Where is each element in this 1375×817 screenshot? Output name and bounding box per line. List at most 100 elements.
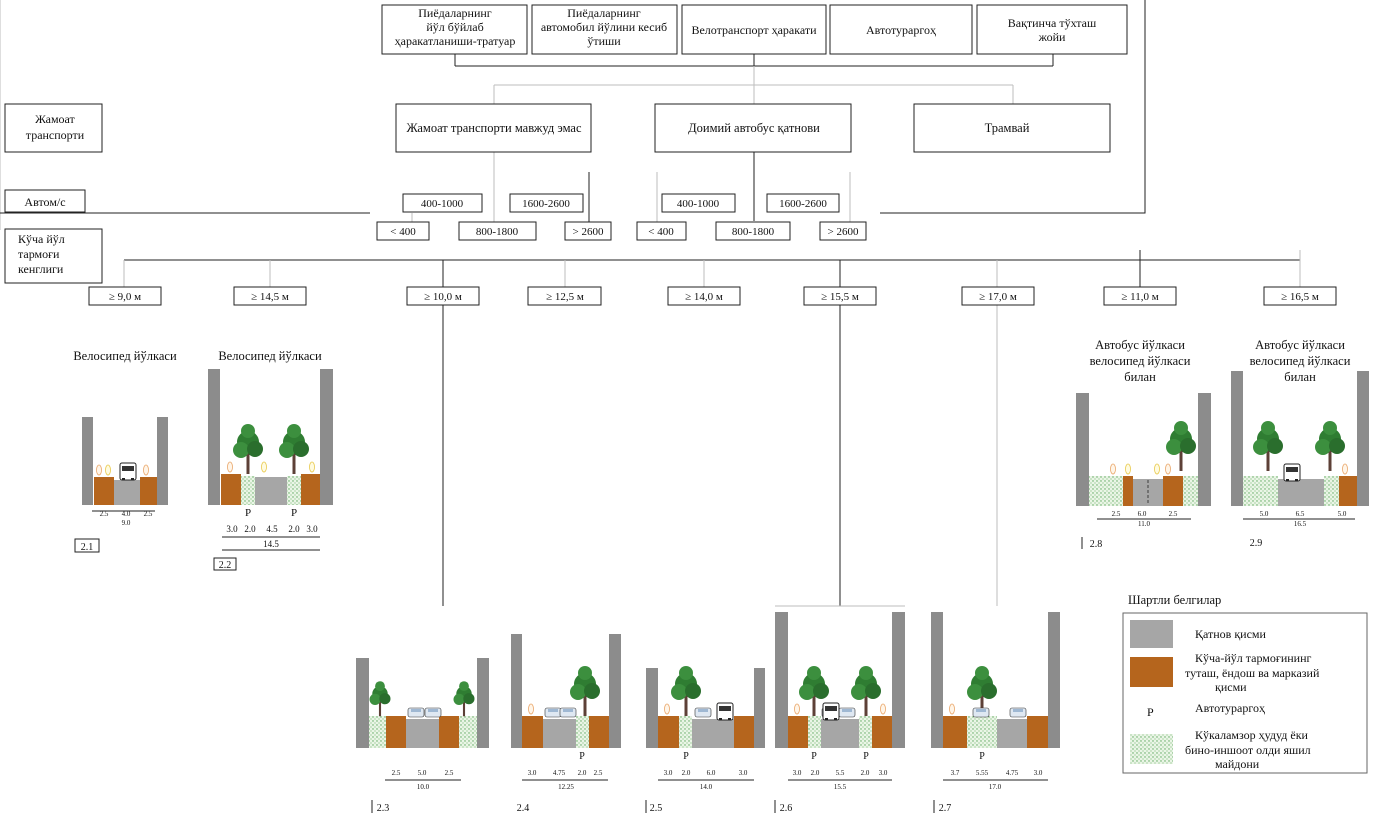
svg-text:P: P — [291, 507, 297, 519]
svg-text:800-1800: 800-1800 — [476, 226, 519, 238]
svg-text:2.6: 2.6 — [780, 803, 793, 814]
svg-text:> 2600: > 2600 — [828, 226, 859, 238]
svg-text:P: P — [863, 751, 869, 762]
svg-text:P: P — [811, 751, 817, 762]
svg-text:3.0: 3.0 — [306, 524, 318, 534]
svg-text:16.5: 16.5 — [1294, 520, 1307, 528]
svg-text:4.5: 4.5 — [266, 524, 278, 534]
svg-text:≥ 14,0 м: ≥ 14,0 м — [685, 291, 723, 303]
svg-text:3.0: 3.0 — [226, 524, 238, 534]
svg-text:кенглиги: кенглиги — [18, 262, 64, 276]
section-title: велосипед йўлкаси — [1090, 354, 1191, 368]
category-bicycle: Велотранспорт ҳаракати — [681, 4, 827, 55]
svg-text:2.0: 2.0 — [811, 769, 820, 777]
width-boxes: ≥ 9,0 м ≥ 14,5 м ≥ 10,0 м ≥ 12,5 м ≥ 14,… — [88, 286, 1337, 306]
svg-text:17.0: 17.0 — [989, 783, 1002, 791]
svg-text:≥ 17,0 м: ≥ 17,0 м — [979, 291, 1017, 303]
category-label-line: жойи — [1038, 30, 1066, 44]
svg-text:3.0: 3.0 — [1034, 769, 1043, 777]
svg-text:Автотураргоҳ: Автотураргоҳ — [1195, 701, 1265, 715]
legend-title: Шартли белгилар — [1128, 593, 1221, 607]
transport-tram: Трамвай — [913, 103, 1111, 153]
svg-text:Жамоат: Жамоат — [35, 112, 75, 126]
section-2-8: 2.5 6.0 2.5 11.0 2.8 — [1076, 393, 1211, 550]
svg-text:6.0: 6.0 — [1138, 510, 1147, 518]
category-label-line: ҳаракатланиши-тратуар — [395, 34, 516, 48]
svg-text:2.2: 2.2 — [219, 560, 232, 571]
svg-text:5.0: 5.0 — [1338, 510, 1347, 518]
section-title: Велосипед йўлкаси — [73, 349, 177, 363]
svg-text:2.4: 2.4 — [517, 803, 530, 814]
legend: Шартли белгилар Қатнов қисми Кўча-йўл та… — [1122, 593, 1368, 774]
svg-text:P: P — [683, 751, 689, 762]
svg-text:2.0: 2.0 — [578, 769, 587, 777]
svg-text:9.0: 9.0 — [122, 519, 131, 527]
svg-text:P: P — [579, 751, 585, 762]
svg-text:Кўча-йўл тармоғининг: Кўча-йўл тармоғининг — [1195, 651, 1312, 665]
svg-text:2.5: 2.5 — [1169, 510, 1178, 518]
svg-text:транспорти: транспорти — [26, 128, 85, 142]
svg-text:2.5: 2.5 — [392, 769, 401, 777]
svg-text:2.0: 2.0 — [288, 524, 300, 534]
svg-text:≥ 14,5 м: ≥ 14,5 м — [251, 291, 289, 303]
svg-text:6.0: 6.0 — [707, 769, 716, 777]
svg-text:туташ, ёндош ва марказий: туташ, ёндош ва марказий — [1185, 666, 1320, 680]
svg-text:4.0: 4.0 — [122, 510, 131, 518]
category-parking: Автотураргоҳ — [829, 4, 973, 55]
svg-text:11.0: 11.0 — [1138, 520, 1150, 528]
svg-text:4.75: 4.75 — [553, 769, 566, 777]
svg-text:2.3: 2.3 — [377, 803, 390, 814]
svg-text:400-1000: 400-1000 — [421, 198, 464, 210]
legend-swatch-carriageway — [1130, 620, 1173, 648]
svg-text:≥ 16,5 м: ≥ 16,5 м — [1281, 291, 1319, 303]
svg-text:2.9: 2.9 — [1250, 538, 1263, 549]
svg-text:≥ 12,5 м: ≥ 12,5 м — [546, 291, 584, 303]
svg-text:14.0: 14.0 — [700, 783, 713, 791]
svg-text:10.0: 10.0 — [417, 783, 430, 791]
svg-text:Автом/с: Автом/с — [24, 195, 65, 209]
svg-text:≥ 11,0 м: ≥ 11,0 м — [1121, 291, 1158, 303]
svg-text:Доимий автобус қатнови: Доимий автобус қатнови — [688, 121, 820, 135]
section-2-9: 5.0 6.5 5.0 16.5 2.9 — [1231, 371, 1369, 549]
svg-text:≥ 10,0 м: ≥ 10,0 м — [424, 291, 462, 303]
category-temporary-stop: Вақтинча тўхташ жойи — [976, 4, 1128, 55]
svg-text:3.0: 3.0 — [879, 769, 888, 777]
svg-text:14.5: 14.5 — [263, 539, 279, 549]
section-title: Велосипед йўлкаси — [218, 349, 322, 363]
category-pedestrian-crossing: Пиёдаларнинг автомобил йўлини кесиб ўтиш… — [531, 4, 678, 55]
svg-text:2.5: 2.5 — [445, 769, 454, 777]
category-label-line: автомобил йўлини кесиб — [541, 20, 667, 34]
svg-text:Жамоат транспорти мавжуд эмас: Жамоат транспорти мавжуд эмас — [406, 121, 581, 135]
svg-text:Қатнов қисми: Қатнов қисми — [1195, 627, 1267, 641]
svg-text:2.0: 2.0 — [861, 769, 870, 777]
transport-bus: Доимий автобус қатнови — [654, 103, 852, 153]
transport-none: Жамоат транспорти мавжуд эмас — [395, 103, 592, 153]
section-2-7: P 3.7 5.55 4.75 3.0 17.0 2.7 — [931, 612, 1060, 814]
svg-text:бино-иншоот олди яшил: бино-иншоот олди яшил — [1185, 743, 1311, 757]
category-label-line: Автотураргоҳ — [866, 23, 936, 37]
svg-text:2.7: 2.7 — [939, 803, 952, 814]
svg-text:< 400: < 400 — [390, 226, 416, 238]
row-label-auto: Автом/с — [4, 189, 86, 213]
svg-text:1600-2600: 1600-2600 — [522, 198, 570, 210]
svg-text:майдони: майдони — [1215, 757, 1260, 771]
svg-text:2.5: 2.5 — [650, 803, 663, 814]
legend-parking-symbol: P — [1147, 705, 1154, 719]
row-label-street-width: Кўча йўл тармоғи кенглиги — [4, 228, 103, 284]
section-title: билан — [1284, 370, 1316, 384]
svg-text:2.8: 2.8 — [1090, 539, 1103, 550]
svg-text:1600-2600: 1600-2600 — [779, 198, 827, 210]
svg-text:≥ 15,5 м: ≥ 15,5 м — [821, 291, 859, 303]
svg-text:қисми: қисми — [1215, 680, 1247, 694]
svg-text:3.0: 3.0 — [793, 769, 802, 777]
svg-text:15.5: 15.5 — [834, 783, 847, 791]
section-2-2: P P 3.0 2.0 4.5 2.0 3.0 14.5 2.2 — [208, 369, 333, 571]
section-2-1: 2.5 4.0 2.5 9.0 2.1 — [74, 417, 168, 553]
svg-text:3.7: 3.7 — [951, 769, 960, 777]
svg-text:2.5: 2.5 — [594, 769, 603, 777]
svg-text:Кўкаламзор ҳудуд ёки: Кўкаламзор ҳудуд ёки — [1195, 728, 1309, 742]
svg-text:3.0: 3.0 — [664, 769, 673, 777]
flowchart-connectors — [0, 0, 1301, 607]
svg-text:12.25: 12.25 — [558, 783, 574, 791]
section-2-5: P 3.0 2.0 6.0 3.0 14.0 2.5 — [645, 666, 765, 814]
